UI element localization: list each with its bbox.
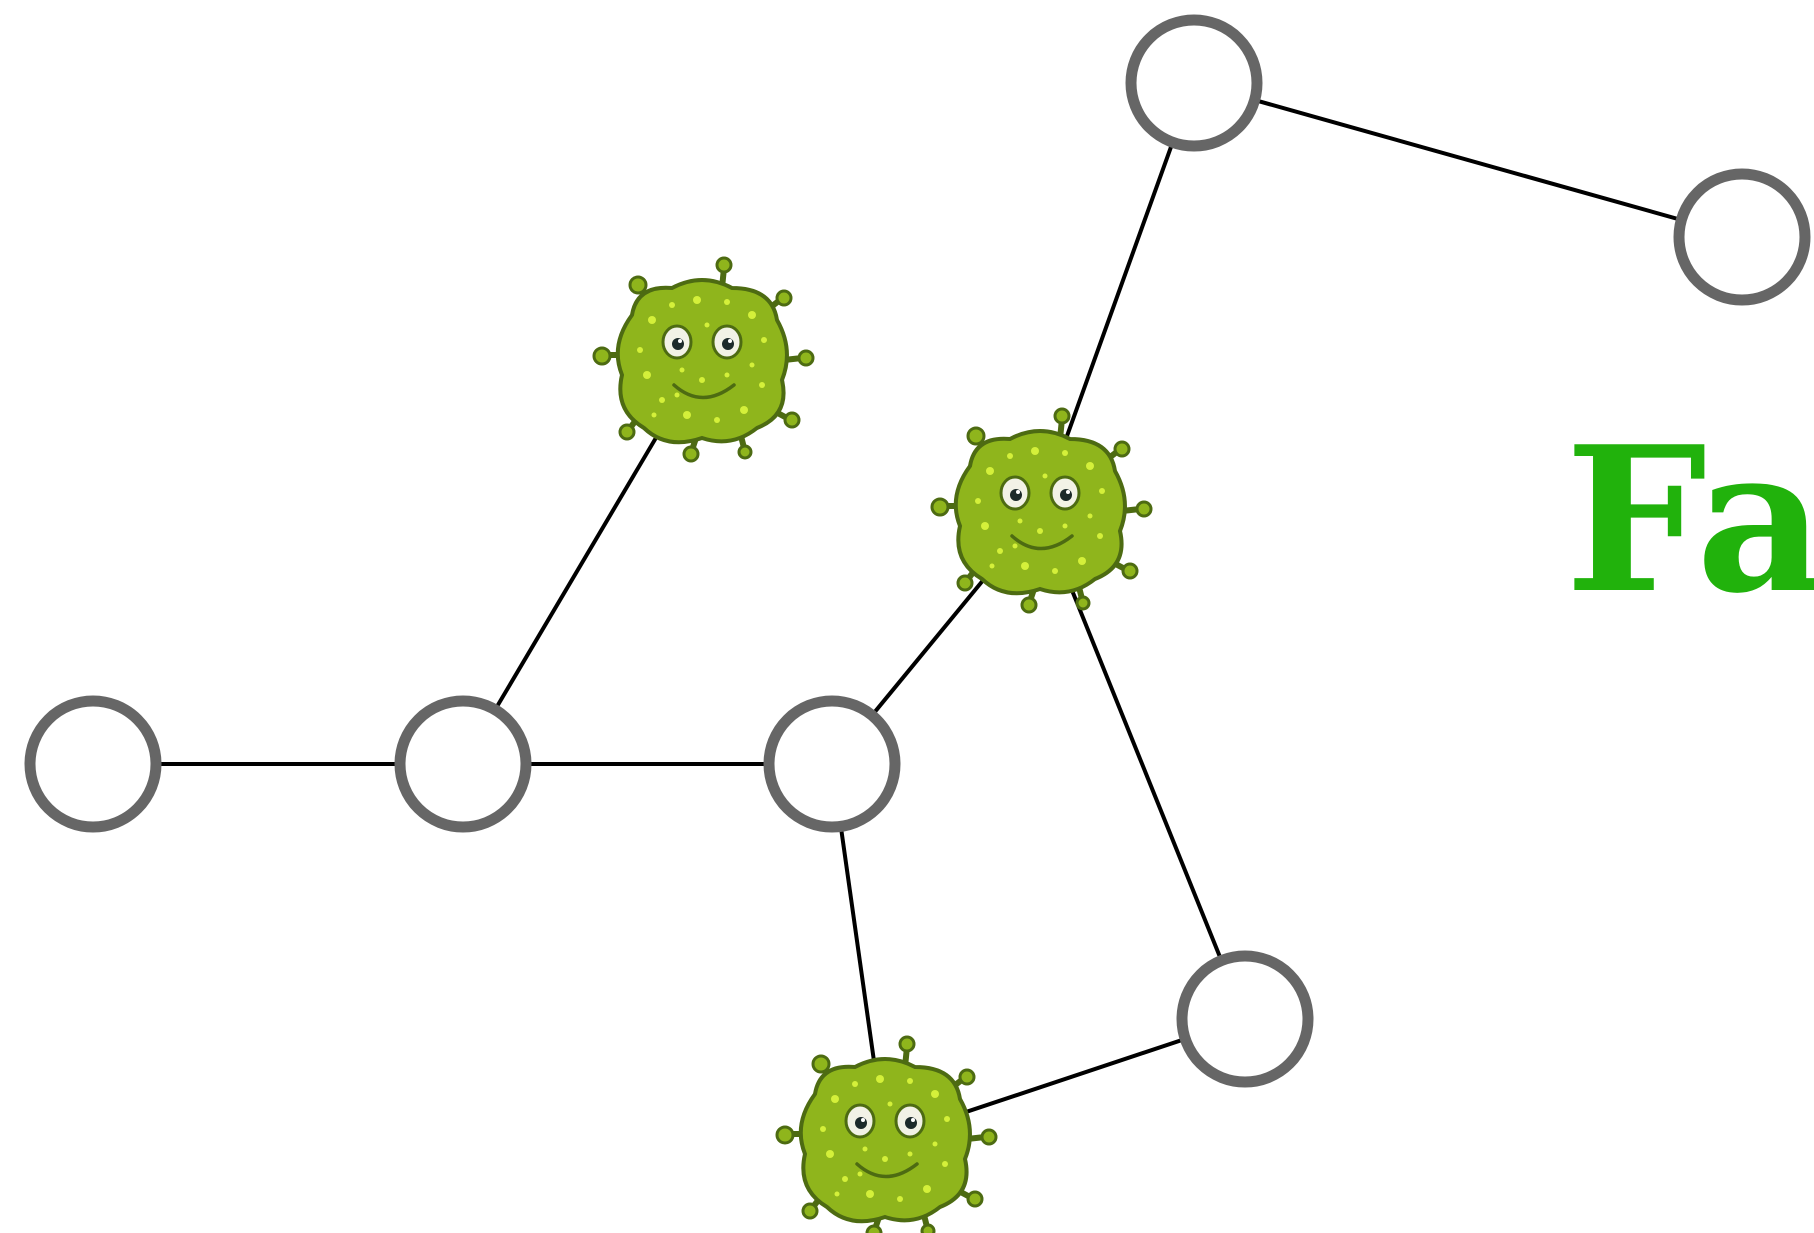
nodes bbox=[24, 14, 1811, 1088]
microbe-icon bbox=[594, 258, 813, 461]
node-n4 bbox=[1125, 14, 1263, 152]
microbe-icon bbox=[932, 409, 1151, 612]
edges bbox=[93, 81, 1743, 1141]
node-n5 bbox=[1673, 168, 1811, 306]
edge-i2-n6 bbox=[1038, 510, 1247, 1020]
node-n3 bbox=[763, 695, 901, 833]
microbe-icon bbox=[777, 1037, 996, 1233]
node-n1 bbox=[24, 695, 162, 833]
node-n2 bbox=[394, 695, 532, 833]
edge-n4-n5 bbox=[1193, 81, 1743, 239]
title-text: Fa bbox=[1565, 403, 1814, 638]
node-n6 bbox=[1176, 950, 1314, 1088]
